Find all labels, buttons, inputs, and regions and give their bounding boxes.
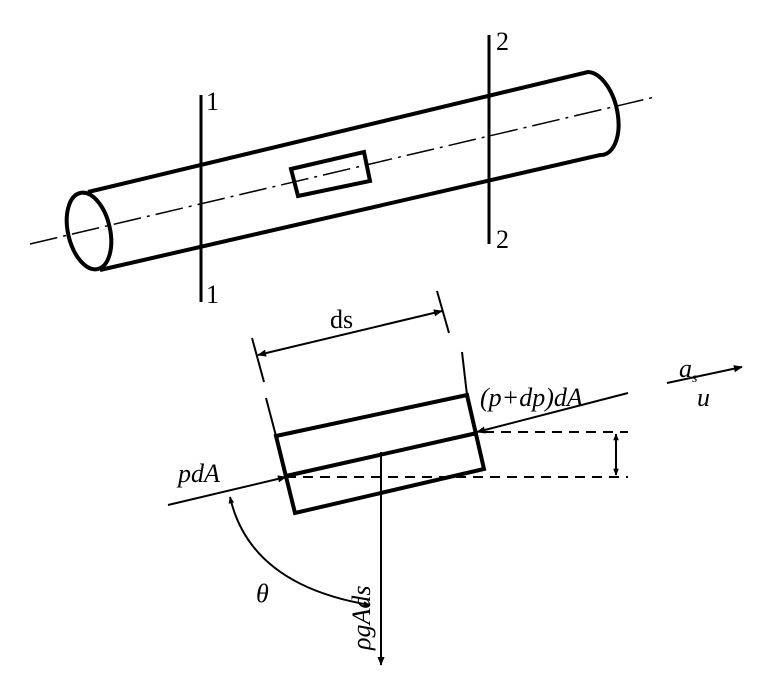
left-force-label: pdA — [176, 459, 220, 488]
ds-label: ds — [330, 305, 353, 334]
ds-dimension-line — [257, 309, 443, 357]
element-sketch: ds pdA (p+dp)dA ρgAds θ as u — [167, 290, 743, 666]
section-1-top-label: 1 — [206, 87, 219, 116]
pipe-small-element — [288, 149, 373, 199]
pipe-left-end — [64, 190, 114, 272]
section-2-bottom-label: 2 — [496, 225, 509, 254]
accel-label: as — [679, 354, 698, 386]
section-1-bottom-label: 1 — [206, 280, 219, 309]
element-vertical-guide-right — [461, 351, 468, 396]
pipe-body — [87, 69, 621, 272]
angle-arc — [228, 496, 371, 607]
weight-label: ρgAds — [347, 586, 376, 651]
right-force-label: (p+dp)dA — [480, 383, 583, 412]
angle-label: θ — [256, 579, 269, 608]
section-2-top-label: 2 — [496, 27, 509, 56]
left-force-arrow — [167, 475, 287, 506]
right-force-arrow — [476, 392, 629, 434]
fluid-element — [273, 392, 487, 516]
ds-extension-left — [251, 337, 265, 383]
element-vertical-guide — [265, 397, 277, 437]
ds-extension-right — [436, 290, 450, 334]
velocity-label: u — [697, 383, 710, 412]
pipe-centerline — [29, 96, 656, 245]
pipe-sketch: 1 1 2 2 — [29, 27, 656, 309]
accel-velocity-arrow — [666, 365, 743, 384]
